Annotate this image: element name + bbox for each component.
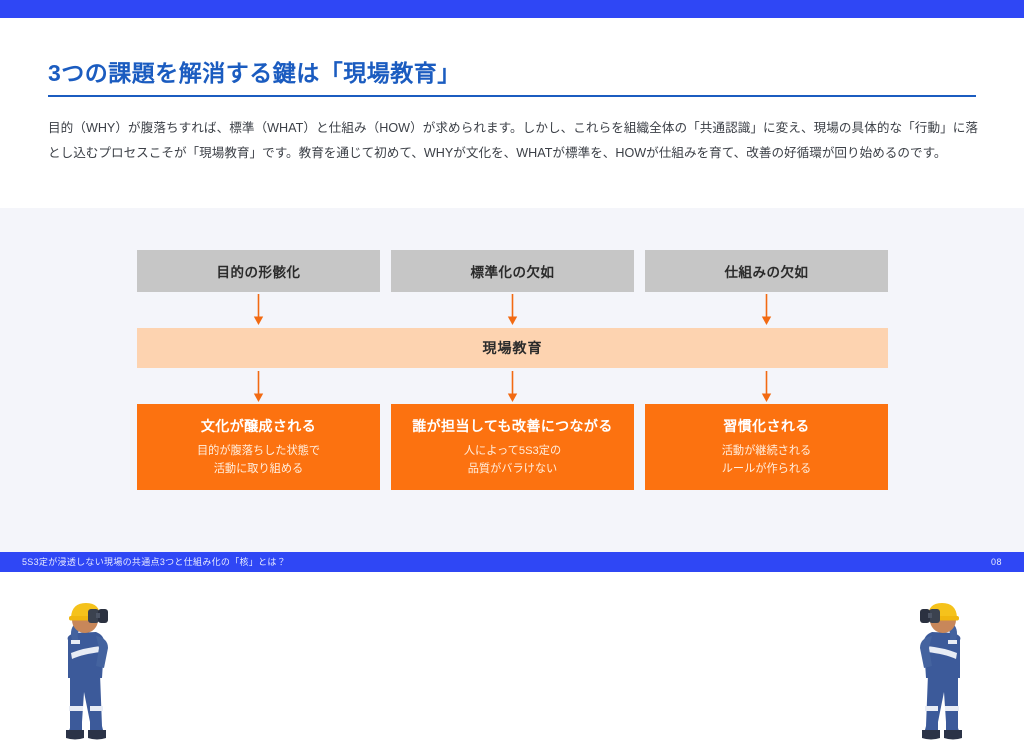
- problems-row: 目的の形骸化 標準化の欠如 仕組みの欠如: [137, 250, 888, 292]
- slide-footer: 5S3定が浸透しない現場の共通点3つと仕組み化の「核」とは？ 08: [0, 552, 1024, 572]
- diagram-panel: 目的の形骸化 標準化の欠如 仕組みの欠如: [0, 208, 1024, 740]
- problem-box-1: 目的の形骸化: [137, 250, 380, 292]
- outcome-title: 文化が醸成される: [200, 418, 317, 435]
- arrows-row-upper: [137, 292, 888, 328]
- center-band: 現場教育: [137, 328, 888, 368]
- arrow-cell: [391, 292, 634, 328]
- lead-paragraph: 目的（WHY）が腹落ちすれば、標準（WHAT）と仕組み（HOW）が求められます。…: [48, 121, 978, 161]
- arrow-cell: [645, 292, 888, 328]
- title-underline: [48, 95, 976, 97]
- problem-label: 標準化の欠如: [470, 265, 555, 280]
- outcome-description-line: 活動に取り組める: [213, 462, 304, 475]
- top-accent-bar: [0, 0, 1024, 18]
- page-number: 08: [990, 557, 1002, 567]
- arrow-cell: [137, 368, 380, 404]
- center-band-label: 現場教育: [482, 340, 543, 356]
- worker-with-binoculars-icon: [66, 603, 108, 740]
- slide-header: 3つの課題を解消する鍵は「現場教育」 目的（WHY）が腹落ちすれば、標準（WHA…: [0, 18, 1024, 208]
- outcome-box-2: 誰が担当しても改善につながる 人によって5S3定の 品質がバラけない: [391, 404, 634, 490]
- outcome-description: 活動が継続される ルールが作られる: [722, 443, 812, 478]
- problem-box-3: 仕組みの欠如: [645, 250, 888, 292]
- outcome-description-line: 活動が継続される: [721, 445, 812, 458]
- arrow-down-icon: [507, 371, 518, 402]
- arrow-cell: [391, 368, 634, 404]
- arrow-down-icon: [253, 294, 264, 325]
- outcome-title: 習慣化される: [723, 418, 810, 435]
- outcome-description-line: 人によって5S3定の: [463, 445, 562, 458]
- arrow-cell: [137, 292, 380, 328]
- arrows-row-lower: [137, 368, 888, 404]
- arrow-down-icon: [253, 371, 264, 402]
- arrow-cell: [645, 368, 888, 404]
- problem-box-2: 標準化の欠如: [391, 250, 634, 292]
- outcome-description-line: 目的が腹落ちした状態で: [196, 445, 321, 458]
- arrow-down-icon: [761, 371, 772, 402]
- outcome-box-3: 習慣化される 活動が継続される ルールが作られる: [645, 404, 888, 490]
- footer-deck-title: 5S3定が浸透しない現場の共通点3つと仕組み化の「核」とは？: [22, 557, 287, 567]
- arrow-down-icon: [507, 294, 518, 325]
- outcome-description: 人によって5S3定の 品質がバラけない: [464, 443, 561, 478]
- flow-diagram: 目的の形骸化 標準化の欠如 仕組みの欠如: [137, 250, 888, 490]
- problem-label: 目的の形骸化: [216, 265, 301, 280]
- problem-label: 仕組みの欠如: [724, 265, 809, 280]
- outcome-description: 目的が腹落ちした状態で 活動に取り組める: [197, 443, 320, 478]
- outcome-box-1: 文化が醸成される 目的が腹落ちした状態で 活動に取り組める: [137, 404, 380, 490]
- outcome-title: 誰が担当しても改善につながる: [412, 418, 613, 435]
- outcome-description-line: ルールが作られる: [721, 462, 812, 475]
- outcome-description-line: 品質がバラけない: [467, 462, 558, 475]
- page-title: 3つの課題を解消する鍵は「現場教育」: [48, 60, 461, 86]
- arrow-down-icon: [761, 294, 772, 325]
- outcomes-row: 文化が醸成される 目的が腹落ちした状態で 活動に取り組める 誰が担当しても改善に…: [137, 404, 888, 490]
- worker-with-binoculars-mirrored-icon: [920, 603, 962, 740]
